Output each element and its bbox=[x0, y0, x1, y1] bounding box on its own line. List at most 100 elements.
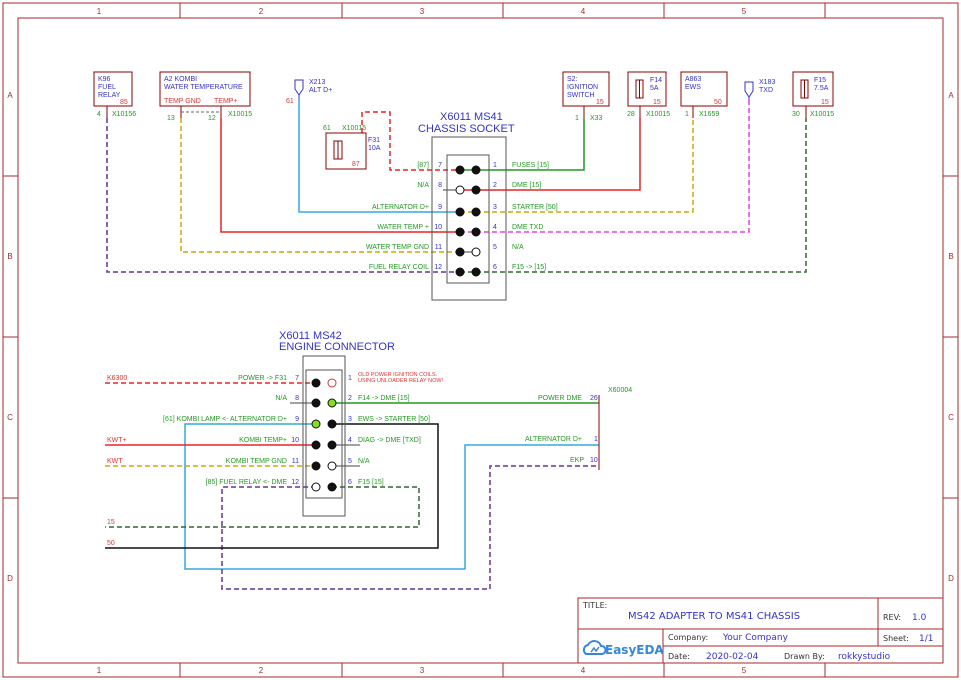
row-label: B bbox=[7, 252, 12, 261]
socket-pin-label-right: DME TXD bbox=[512, 224, 543, 231]
engine-pin-number-left: 7 bbox=[295, 375, 299, 382]
s2-label: IGNITION bbox=[567, 84, 598, 91]
engine-pin-right[interactable] bbox=[327, 398, 337, 408]
x60004-pin: 1 bbox=[594, 436, 598, 443]
socket-pin-label-right: DME [15] bbox=[512, 182, 541, 189]
chassis-socket-connector[interactable]: X6011 MS41 CHASSIS SOCKET bbox=[418, 111, 515, 301]
socket-pin-left[interactable] bbox=[455, 267, 465, 277]
wire-label: 50 bbox=[107, 540, 115, 547]
a2-label: WATER TEMPERATURE bbox=[164, 84, 243, 91]
title-label: TITLE: bbox=[582, 601, 607, 610]
component-k96[interactable]: K96 FUEL RELAY 85 4 X10156 bbox=[93, 71, 136, 118]
socket-pin-right[interactable] bbox=[471, 207, 481, 217]
s2-label: S2: bbox=[567, 76, 578, 83]
socket-pin-right[interactable] bbox=[471, 267, 481, 277]
x60004-signal: EKP bbox=[570, 457, 584, 464]
wire-txd[interactable] bbox=[460, 100, 750, 233]
engine-pin-right[interactable] bbox=[327, 482, 337, 492]
engine-pin-left[interactable] bbox=[311, 440, 321, 450]
component-f15[interactable]: F15 7.5A 15 30 X10015 bbox=[792, 71, 834, 118]
component-f31[interactable]: 61 X10015 F31 10A 87 bbox=[323, 125, 381, 170]
socket-pin-left[interactable] bbox=[455, 185, 465, 195]
engine-pin-label-left: [85] FUEL RELAY <- DME bbox=[206, 479, 288, 486]
a863-label: A863 bbox=[685, 76, 701, 83]
f15-pin-left: 30 bbox=[792, 111, 800, 118]
engine-pin-label-right: N/A bbox=[358, 458, 370, 465]
wire-k96-fuel-relay[interactable] bbox=[106, 118, 460, 273]
k96-label: FUEL bbox=[98, 84, 116, 91]
wire-temp-plus[interactable] bbox=[220, 118, 460, 233]
a2-sub: TEMP+ bbox=[214, 98, 238, 105]
sheet-value: 1/1 bbox=[919, 634, 933, 644]
component-a863-ews[interactable]: A863 EWS 50 1 X1659 bbox=[680, 71, 728, 118]
col-label: 4 bbox=[581, 666, 586, 675]
company-value: Your Company bbox=[722, 633, 789, 643]
engine-pin-left[interactable] bbox=[311, 482, 321, 492]
socket-pin-left[interactable] bbox=[455, 165, 465, 175]
socket-pin-number-left: 10 bbox=[434, 224, 442, 231]
f15-label: F15 bbox=[814, 77, 826, 84]
company-label: Company: bbox=[668, 633, 708, 642]
component-x213[interactable]: X213 ALT D+ 61 bbox=[286, 79, 332, 105]
socket-pin-left[interactable] bbox=[455, 247, 465, 257]
component-a2-kombi[interactable]: A2 KOMBI WATER TEMPERATURE TEMP GND TEMP… bbox=[159, 71, 252, 122]
a863-pin: 50 bbox=[714, 99, 722, 106]
f14-label: F14 bbox=[650, 77, 662, 84]
engine-pin-left[interactable] bbox=[311, 419, 321, 429]
component-f14[interactable]: F14 5A 15 28 X10015 bbox=[627, 71, 670, 118]
wire-temp-gnd[interactable] bbox=[180, 118, 460, 253]
wire-fuel-relay-dme[interactable] bbox=[221, 465, 599, 590]
f31-pin-top: 61 bbox=[323, 125, 331, 132]
k96-pin-left: 4 bbox=[97, 111, 101, 118]
row-label: D bbox=[948, 574, 954, 583]
s2-label: SWITCH bbox=[567, 92, 595, 99]
engine-connector[interactable]: X6011 MS42 ENGINE CONNECTOR bbox=[279, 330, 395, 517]
engine-pin-right[interactable] bbox=[327, 440, 337, 450]
engine-pin-number-right: 5 bbox=[348, 458, 352, 465]
wire-f15[interactable] bbox=[460, 118, 807, 273]
engine-pin-left[interactable] bbox=[311, 461, 321, 471]
engine-pin-left[interactable] bbox=[311, 398, 321, 408]
wire-alternator[interactable] bbox=[184, 423, 599, 570]
socket-pin-left[interactable] bbox=[455, 207, 465, 217]
a863-label: EWS bbox=[685, 84, 701, 91]
component-s2-ignition[interactable]: S2: IGNITION SWITCH 15 1 X33 bbox=[562, 71, 610, 122]
socket-pin-right[interactable] bbox=[471, 165, 481, 175]
a2-ref: X10015 bbox=[228, 111, 252, 118]
wire-ews-starter[interactable] bbox=[460, 118, 694, 213]
socket-pin-label-right: FUSES [15] bbox=[512, 162, 549, 169]
wire-f15-15[interactable] bbox=[105, 486, 420, 528]
engine-pin-right[interactable] bbox=[327, 419, 337, 429]
a2-pin: 13 bbox=[167, 115, 175, 122]
row-label: A bbox=[948, 91, 954, 100]
top-wires bbox=[106, 100, 807, 273]
f15-ref: X10015 bbox=[810, 111, 834, 118]
component-x183[interactable]: X183 TXD bbox=[744, 79, 775, 100]
wire-f14-dme[interactable] bbox=[460, 118, 641, 191]
wire-f31-87[interactable] bbox=[361, 111, 460, 171]
x60004-connector[interactable]: X60004 POWER DME 26 ALTERNATOR D+ 1 EKP … bbox=[525, 387, 632, 464]
socket-pin-right[interactable] bbox=[471, 227, 481, 237]
row-label: D bbox=[7, 574, 13, 583]
engine-pin-number-right: 2 bbox=[348, 395, 352, 402]
wire-s2-fuses[interactable] bbox=[460, 118, 585, 171]
engine-pin-label-left: KOMBI TEMP GND bbox=[226, 458, 287, 465]
wire-alt-d[interactable] bbox=[298, 100, 460, 213]
engine-pin-right[interactable] bbox=[327, 461, 337, 471]
socket-pin-label-left: N/A bbox=[417, 182, 429, 189]
f15-label: 7.5A bbox=[814, 85, 829, 92]
engine-pin-note: USING UNLOADER RELAY NOW! bbox=[358, 378, 444, 384]
socket-pin-number-left: 12 bbox=[434, 264, 442, 271]
engine-pin-right[interactable] bbox=[327, 378, 337, 388]
socket-pin-right[interactable] bbox=[471, 247, 481, 257]
engine-pin-label-left: N/A bbox=[275, 395, 287, 402]
x60004-pin: 26 bbox=[590, 395, 598, 402]
engine-pin-number-right: 6 bbox=[348, 479, 352, 486]
socket-pin-right[interactable] bbox=[471, 185, 481, 195]
engine-pin-left[interactable] bbox=[311, 378, 321, 388]
x213-label: X213 bbox=[309, 79, 325, 86]
wire-ews-50[interactable] bbox=[105, 423, 439, 549]
frame-labels: 1 2 3 4 5 1 2 3 4 5 A B C D A B C D bbox=[7, 7, 954, 675]
s2-ref: X33 bbox=[590, 115, 603, 122]
socket-pin-left[interactable] bbox=[455, 227, 465, 237]
